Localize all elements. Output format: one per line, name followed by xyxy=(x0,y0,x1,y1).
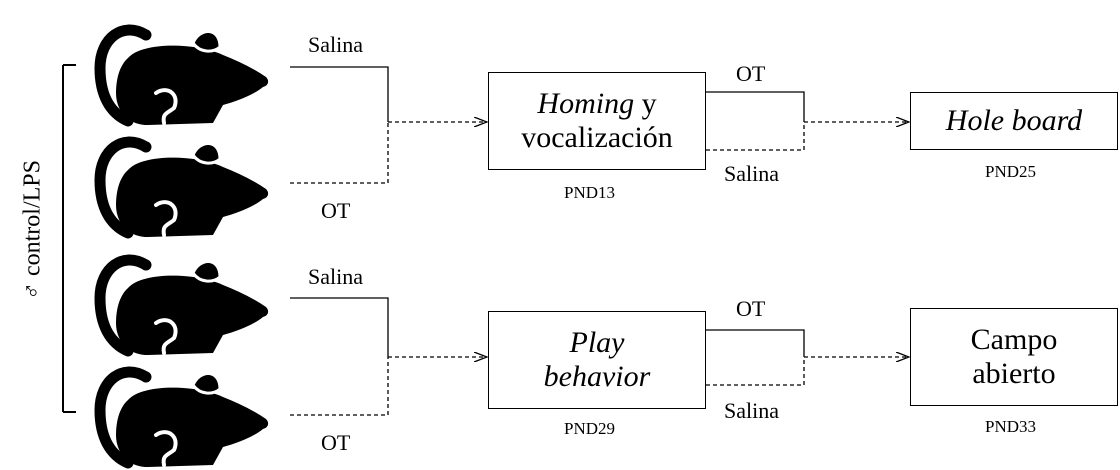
row2-test1-day: PND29 xyxy=(564,419,616,438)
rat-icon xyxy=(100,260,268,355)
row2-connectors xyxy=(290,297,909,416)
group-bracket xyxy=(62,64,76,413)
row1-mid-bottom: Salina xyxy=(724,161,779,186)
row2-treatment-top: Salina xyxy=(308,264,363,289)
row2-test2-day: PND33 xyxy=(985,417,1037,436)
rat-icon xyxy=(100,30,268,125)
row1-connectors xyxy=(290,66,909,184)
group-label: ♂ control/LPS xyxy=(19,159,46,301)
test-box-hole-board: Hole board xyxy=(910,92,1118,150)
row1-treatment-bottom: OT xyxy=(321,198,351,223)
row1-mid-top: OT xyxy=(736,61,766,86)
row1-treatment-top: Salina xyxy=(308,32,363,57)
test-box-homing: Homing y vocalización xyxy=(488,72,706,170)
test-name-line1: Campo xyxy=(970,322,1058,356)
test-box-campo-abierto: Campo abierto xyxy=(910,308,1118,406)
rat-icon xyxy=(100,372,268,467)
test-name: Hole board xyxy=(945,103,1083,137)
row1-test1-day: PND13 xyxy=(564,183,616,202)
test-name-line2: vocalización xyxy=(521,121,673,154)
test-name-line2: abierto xyxy=(972,357,1056,390)
test-name-line2: behavior xyxy=(543,360,651,393)
test-name-italic: Homing xyxy=(537,86,635,120)
row2-mid-bottom: Salina xyxy=(724,398,779,423)
test-name-tail: y xyxy=(634,86,657,120)
test-box-play-behavior: Play behavior xyxy=(488,311,706,409)
row2-mid-top: OT xyxy=(736,296,766,321)
rat-icon xyxy=(100,142,268,237)
row2-treatment-bottom: OT xyxy=(321,430,351,455)
test-name-line1: Play xyxy=(569,325,625,359)
row1-test2-day: PND25 xyxy=(985,162,1037,181)
